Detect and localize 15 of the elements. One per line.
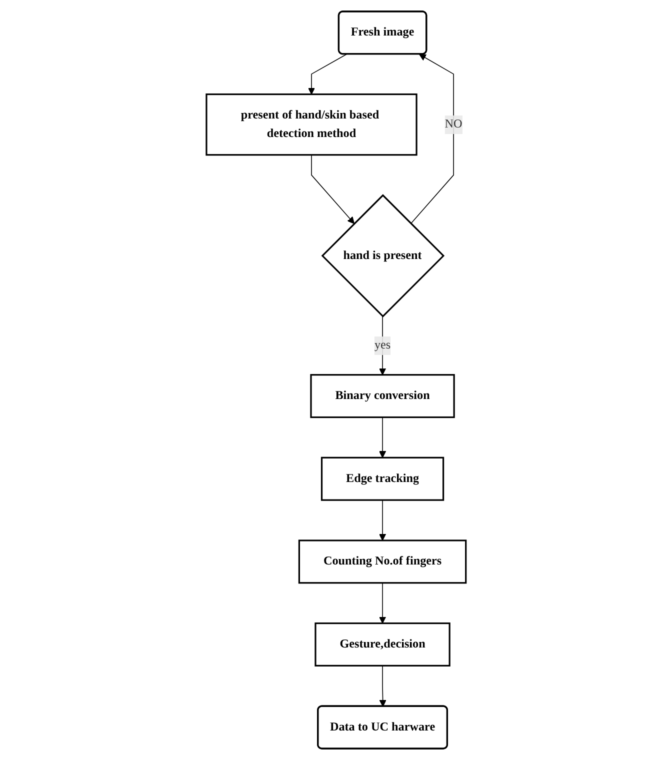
edge-label: yes <box>374 338 390 352</box>
node-box: present of hand/skin based detection method <box>206 93 418 156</box>
arrow <box>378 416 386 458</box>
edge-label: NO <box>444 118 462 131</box>
node-box: Binary conversion <box>310 374 455 418</box>
arrow <box>379 665 386 707</box>
node-diamond: hand is present <box>321 194 444 318</box>
arrow <box>410 54 454 224</box>
arrow <box>378 582 386 624</box>
node-box: Edge tracking <box>320 456 444 501</box>
arrow <box>308 54 347 95</box>
arrow <box>378 500 386 541</box>
node-box: Gesture,decision <box>314 622 450 667</box>
arrow <box>310 154 354 224</box>
node-box: Counting No.of fingers <box>298 540 466 584</box>
